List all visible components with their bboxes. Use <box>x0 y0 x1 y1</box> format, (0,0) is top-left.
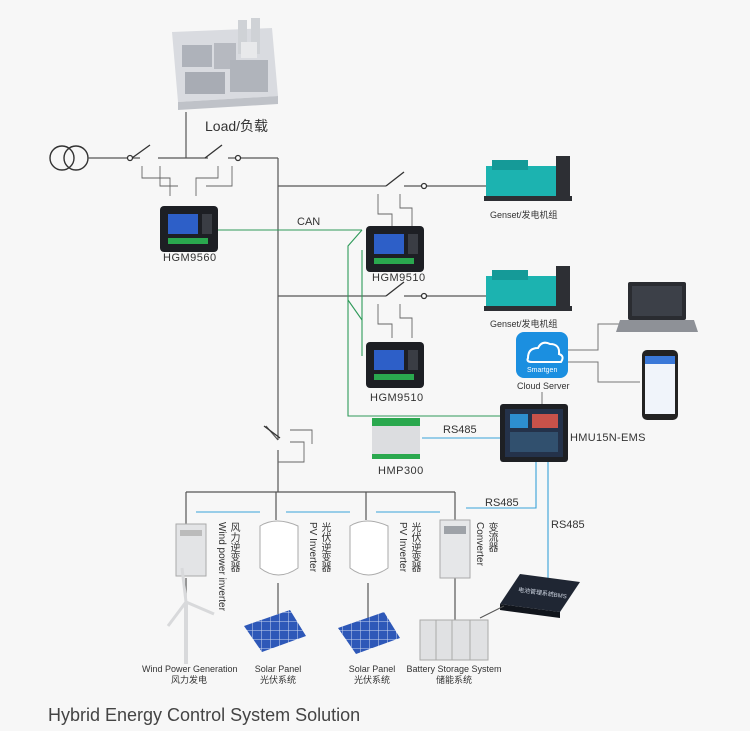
solar-panel-label: Solar Panel 光伏系统 <box>248 664 308 686</box>
cloud-server-icon <box>516 332 568 378</box>
genset-icon <box>484 266 572 311</box>
wind-inverter-label-cn: 风力逆变器 <box>228 522 239 572</box>
rs485-label: RS485 <box>551 519 585 531</box>
pv-inverter-label-en: PV Inverter <box>397 522 408 573</box>
solar-panel-icon <box>338 612 400 654</box>
battery-label-en: Battery Storage System <box>406 664 502 674</box>
smartphone-icon <box>642 350 678 420</box>
hmp300-label: HMP300 <box>378 465 424 477</box>
solar-panel-icon <box>244 610 306 652</box>
solar-panel-label: Solar Panel 光伏系统 <box>342 664 402 686</box>
network-lines <box>541 323 640 404</box>
diagram-title: Hybrid Energy Control System Solution <box>48 705 361 725</box>
power-lines <box>88 112 488 622</box>
converter-cabinet <box>439 519 471 579</box>
hgm9510-label: HGM9510 <box>372 272 426 284</box>
converter-label-cn: 变流器 <box>486 522 497 552</box>
cloud-server-label: Cloud Server <box>517 381 570 391</box>
can-bus-lines <box>218 229 500 417</box>
wind-generation-label-en: Wind Power Generation <box>142 664 238 674</box>
wind-generation-label-cn: 风力发电 <box>170 675 207 685</box>
laptop-icon <box>616 282 698 332</box>
wind-inverter-device <box>175 523 207 577</box>
load-building-icon <box>172 18 278 110</box>
cloud-brand-label: Smartgen <box>527 367 558 374</box>
hgm9510-label: HGM9510 <box>370 392 424 404</box>
hgm9560-label: HGM9560 <box>163 252 217 264</box>
hmu-label: HMU15N-EMS <box>570 432 646 444</box>
bms-connection <box>479 605 505 619</box>
battery-rack-icon <box>419 619 489 661</box>
hmu15n-ems-device <box>500 404 568 462</box>
hgm9510-device <box>366 342 424 388</box>
breaker-icons <box>126 144 428 439</box>
genset-label: Genset/发电机组 <box>490 319 558 329</box>
load-label: Load/负载 <box>205 118 269 134</box>
rs485-label: RS485 <box>443 424 477 436</box>
pv-inverter-label-cn: 光伏逆变器 <box>319 522 330 572</box>
converter-label-en: Converter <box>474 522 485 566</box>
solar-panel-label-en: Solar Panel <box>254 664 302 674</box>
battery-label: Battery Storage System 储能系统 <box>406 664 502 686</box>
wind-turbine-icon <box>166 567 215 664</box>
can-label: CAN <box>297 216 321 228</box>
genset-icon <box>484 156 572 201</box>
pv-inverter-device <box>349 520 389 576</box>
solar-panel-label-cn: 光伏系统 <box>353 675 390 685</box>
wind-inverter-label-en: Wind power inverter <box>216 522 227 611</box>
hgm9560-device <box>160 206 218 252</box>
rs485-lines <box>196 437 549 578</box>
pv-inverter-label-cn: 光伏逆变器 <box>409 522 420 572</box>
rs485-label: RS485 <box>485 497 519 509</box>
solar-panel-label-cn: 光伏系统 <box>259 675 296 685</box>
hgm9510-device <box>366 226 424 272</box>
hmp300-device <box>372 418 420 459</box>
pv-inverter-label-en: PV Inverter <box>307 522 318 573</box>
genset-label: Genset/发电机组 <box>490 210 558 220</box>
wind-generation-label: Wind Power Generation 风力发电 <box>142 664 238 686</box>
battery-label-cn: 储能系统 <box>435 675 472 685</box>
control-leads <box>141 166 413 463</box>
bms-device <box>500 574 580 618</box>
solar-panel-label-en: Solar Panel <box>348 664 396 674</box>
pv-inverter-device <box>259 520 299 576</box>
transformer-icon <box>49 145 89 171</box>
